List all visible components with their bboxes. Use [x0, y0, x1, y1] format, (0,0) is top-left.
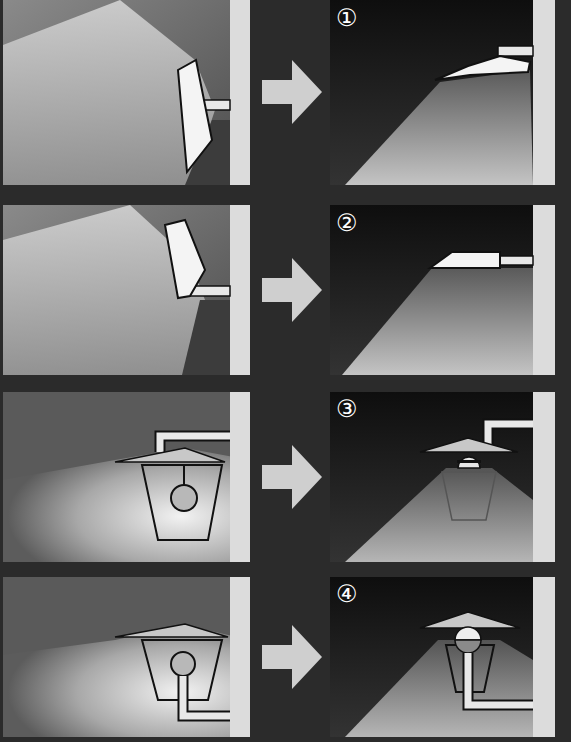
- callout-number: ②: [336, 211, 358, 235]
- after-panel-3: [330, 392, 555, 562]
- callout-number: ①: [336, 6, 358, 30]
- callout-number: ③: [336, 397, 358, 421]
- before-panel-4: [3, 577, 250, 737]
- after-panel-4: [330, 577, 555, 737]
- after-panel-1: [330, 0, 555, 185]
- callout-number: ④: [336, 582, 358, 606]
- before-panel-3: [3, 392, 250, 562]
- transition-arrows: [262, 60, 322, 689]
- after-panel-2: [330, 205, 555, 375]
- before-panel-2: [3, 205, 250, 375]
- before-panel-1: [3, 0, 250, 185]
